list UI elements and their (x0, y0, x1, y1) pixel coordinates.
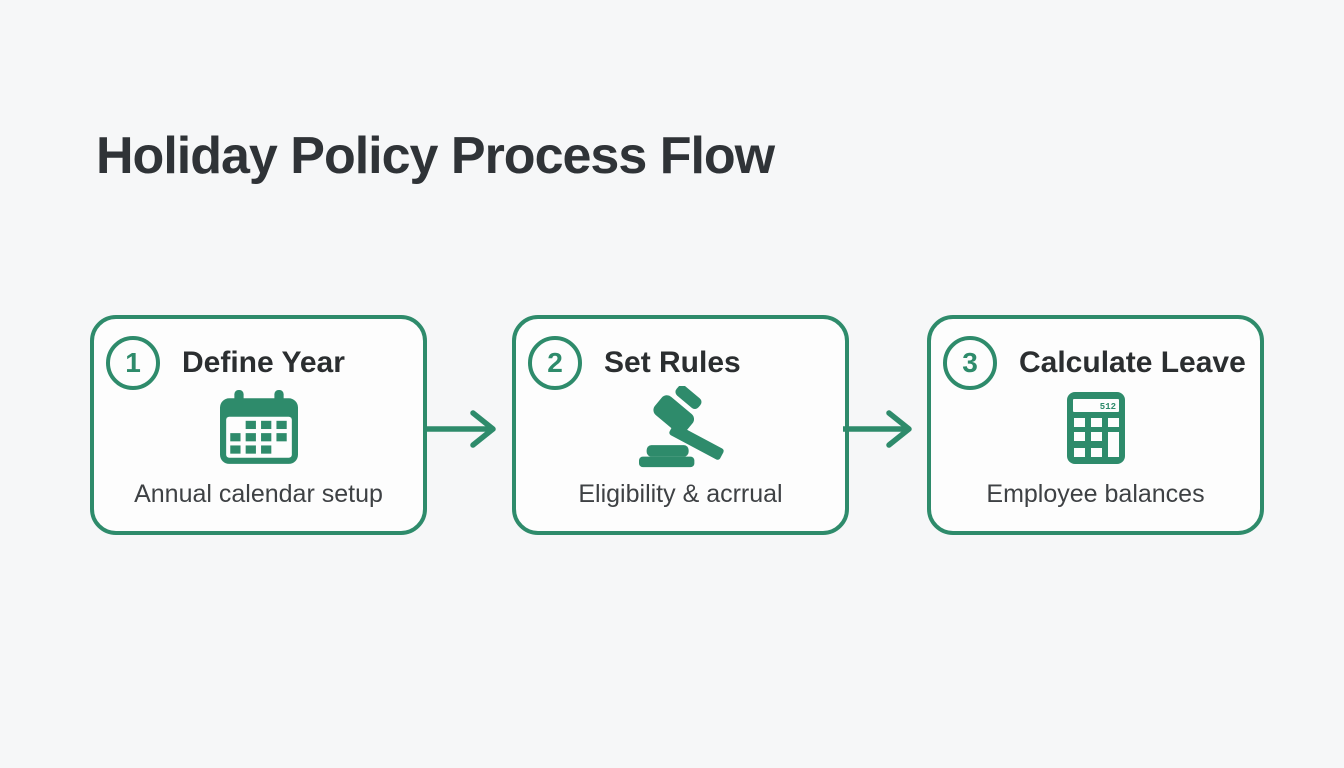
step-description: Annual calendar setup (134, 480, 383, 508)
step-title: Define Year (182, 346, 345, 379)
step-number: 1 (125, 347, 141, 378)
step-number: 2 (547, 347, 563, 378)
calculator-icon: 512 (931, 387, 1260, 469)
step-header: 3 Calculate Leave (943, 336, 1252, 390)
page-title: Holiday Policy Process Flow (96, 127, 775, 185)
step-card-set-rules: 2 Set Rules Eligibility & acrrual (512, 315, 849, 535)
gavel-icon (516, 386, 845, 469)
step-title: Calculate Leave (1019, 346, 1246, 379)
step-number-badge: 3 (943, 336, 997, 390)
step-header: 2 Set Rules (528, 336, 837, 390)
step-description: Eligibility & acrrual (578, 480, 783, 508)
step-header: 1 Define Year (106, 336, 415, 390)
step-title: Set Rules (604, 346, 741, 379)
arrow-right-icon (840, 407, 913, 451)
step-number-badge: 2 (528, 336, 582, 390)
step-description: Employee balances (986, 480, 1205, 508)
arrow-right-icon (424, 407, 497, 451)
step-card-calculate-leave: 3 Calculate Leave 512 Employee balances (927, 315, 1264, 535)
calendar-icon (94, 387, 423, 469)
step-number-badge: 1 (106, 336, 160, 390)
step-number: 3 (962, 347, 978, 378)
calculator-display: 512 (1099, 402, 1115, 412)
step-card-define-year: 1 Define Year Annual calendar setup (90, 315, 427, 535)
